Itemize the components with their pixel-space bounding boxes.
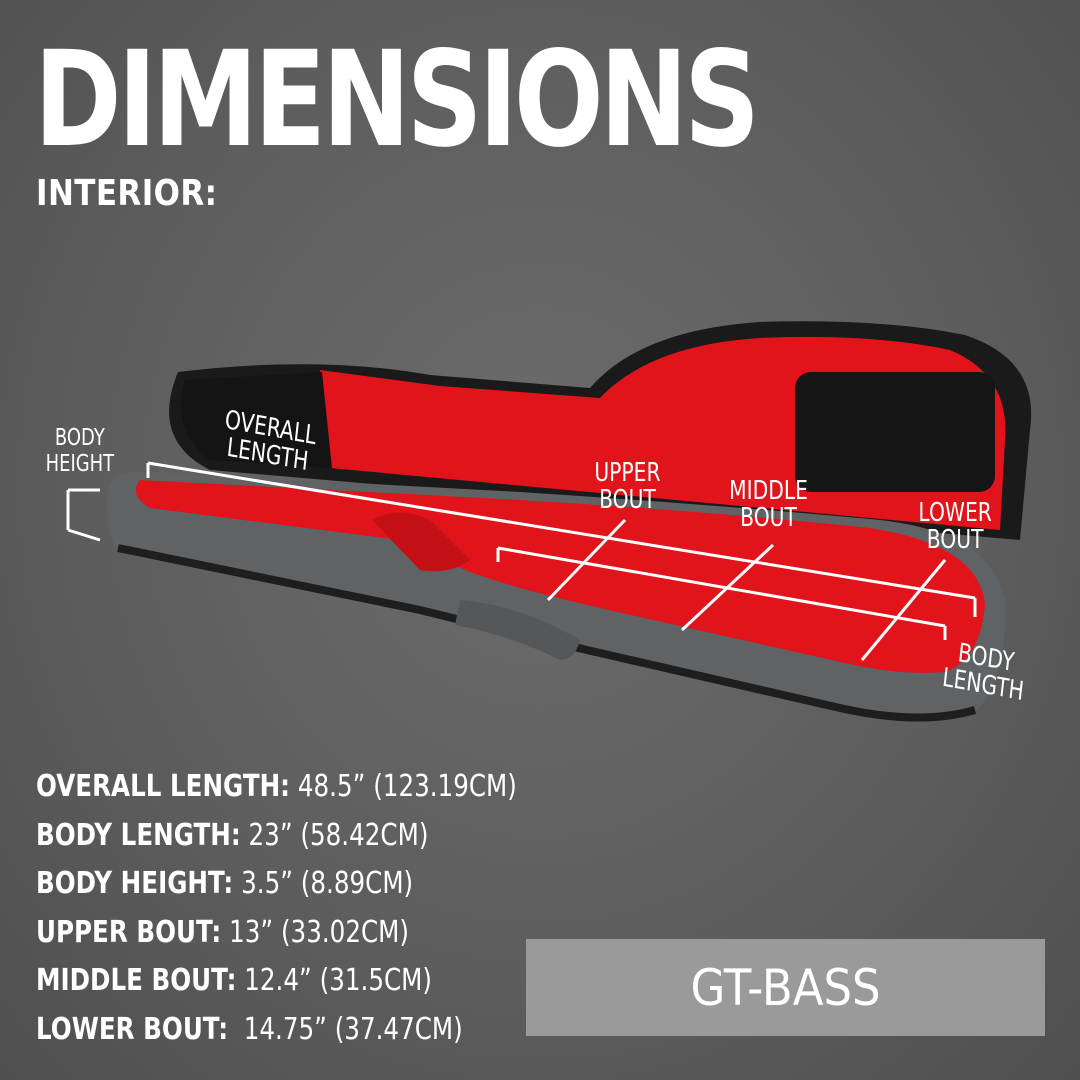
case-lining bbox=[135, 480, 985, 673]
model-badge: GT-BASS bbox=[526, 939, 1045, 1036]
page-title: DIMENSIONS bbox=[34, 23, 760, 177]
lid-pocket bbox=[795, 372, 995, 492]
case-handle bbox=[455, 600, 580, 660]
lid-strap-panel bbox=[180, 372, 332, 468]
spec-overall-length: OVERALL LENGTH: 48.5” (123.19CM) bbox=[36, 769, 517, 804]
spec-body-length: BODY LENGTH: 23” (58.42CM) bbox=[36, 817, 429, 853]
measurement-lines bbox=[66, 461, 977, 661]
spec-body-height: BODY HEIGHT: 3.5” (8.89CM) bbox=[36, 866, 414, 902]
spec-lower-bout: LOWER BOUT: 14.75” (37.47CM) bbox=[36, 1011, 463, 1047]
spec-middle-bout: MIDDLE BOUT: 12.4” (31.5CM) bbox=[36, 963, 432, 999]
model-name: GT-BASS bbox=[690, 958, 881, 1017]
page-subtitle: INTERIOR: bbox=[36, 173, 218, 214]
gig-bag-illustration bbox=[66, 321, 1032, 722]
spec-upper-bout: UPPER BOUT: 13” (33.02CM) bbox=[36, 914, 409, 950]
dimension-specs: OVERALL LENGTH: 48.5” (123.19CM) BODY LE… bbox=[36, 764, 517, 1056]
